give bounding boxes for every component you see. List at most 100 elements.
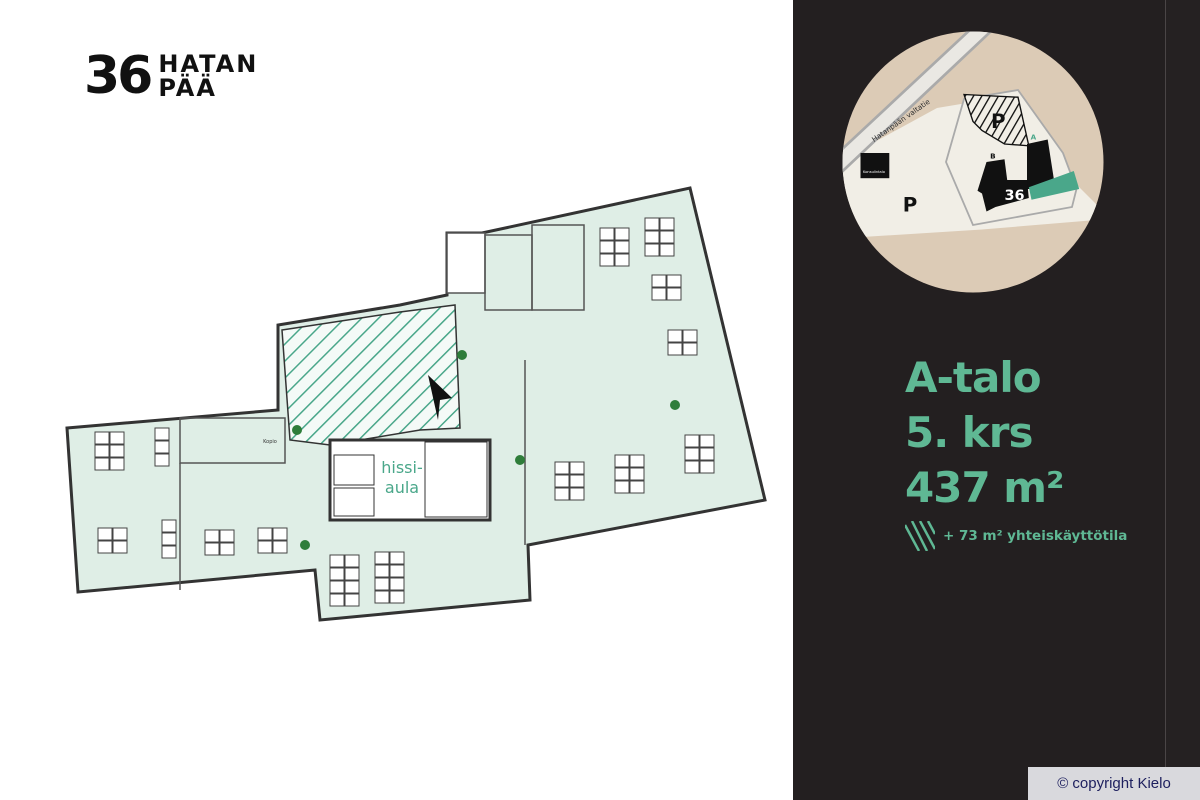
desk xyxy=(699,434,715,448)
desk xyxy=(219,542,235,556)
site-map: Konsulintalo Hatanpään valtatie P P A B … xyxy=(842,31,1104,293)
desk xyxy=(97,527,113,541)
elevator-shaft xyxy=(333,454,375,486)
side-strip xyxy=(1165,0,1200,800)
desk xyxy=(599,253,615,267)
desk xyxy=(161,532,177,546)
desk xyxy=(666,274,682,288)
building-name: A-talo xyxy=(905,353,1042,402)
desk xyxy=(629,480,645,494)
desk xyxy=(204,542,220,556)
desk xyxy=(682,329,698,343)
wc-room xyxy=(446,232,486,294)
building-b-label: B xyxy=(990,151,995,160)
desk xyxy=(389,577,405,591)
desk xyxy=(344,593,360,607)
desk xyxy=(644,217,660,231)
desk xyxy=(272,540,288,554)
highlight-area xyxy=(1028,171,1080,200)
desk xyxy=(344,580,360,594)
desk xyxy=(614,467,630,481)
desk xyxy=(614,454,630,468)
hatch-swatch-icon xyxy=(905,521,935,551)
desk xyxy=(109,431,125,445)
parking-label: P xyxy=(903,194,918,217)
desk xyxy=(666,287,682,301)
desk xyxy=(374,590,390,604)
logo-number: 36 xyxy=(84,46,153,106)
desk xyxy=(569,461,585,475)
desk xyxy=(659,243,675,257)
landmark-label: Konsulintalo xyxy=(863,170,885,174)
desk xyxy=(329,580,345,594)
desk xyxy=(667,342,683,356)
desk xyxy=(684,434,700,448)
desk xyxy=(109,444,125,458)
desk xyxy=(684,460,700,474)
plant-icon xyxy=(300,540,310,550)
desk xyxy=(614,227,630,241)
building-b xyxy=(977,159,1029,212)
desk xyxy=(344,567,360,581)
desk xyxy=(644,243,660,257)
desk xyxy=(554,474,570,488)
copyright-notice: © copyright Kielo xyxy=(1028,767,1200,800)
room-label: Kopio xyxy=(263,439,277,445)
desk xyxy=(257,527,273,541)
desk xyxy=(161,519,177,533)
desk xyxy=(599,240,615,254)
desk xyxy=(699,460,715,474)
desk xyxy=(257,540,273,554)
elevator-shaft xyxy=(333,487,375,517)
desk xyxy=(329,567,345,581)
desk xyxy=(154,440,170,454)
desk xyxy=(161,545,177,559)
desk xyxy=(554,487,570,501)
desk xyxy=(614,253,630,267)
desk xyxy=(684,447,700,461)
building-number: 36 xyxy=(1005,188,1025,204)
desk xyxy=(659,217,675,231)
plant-icon xyxy=(670,400,680,410)
plant-icon xyxy=(457,350,467,360)
desk xyxy=(94,457,110,471)
shared-space-hatched xyxy=(281,304,461,446)
desk xyxy=(629,467,645,481)
desk xyxy=(329,593,345,607)
desk xyxy=(374,551,390,565)
desk xyxy=(344,554,360,568)
plant-icon xyxy=(292,425,302,435)
plant-icon xyxy=(515,455,525,465)
elevator-lobby-label: hissi- xyxy=(381,458,422,477)
building-a-label: A xyxy=(1031,133,1037,142)
parking-hatched xyxy=(963,93,1030,147)
desk xyxy=(651,274,667,288)
entrance-arrow-icon xyxy=(428,375,452,420)
desk xyxy=(389,564,405,578)
floor-number: 5. krs xyxy=(905,408,1033,457)
desk xyxy=(614,240,630,254)
desk xyxy=(374,564,390,578)
desk xyxy=(272,527,288,541)
desk xyxy=(659,230,675,244)
desk xyxy=(644,230,660,244)
parking-label: P xyxy=(991,110,1006,133)
desk xyxy=(112,540,128,554)
desk xyxy=(629,454,645,468)
desk xyxy=(219,529,235,543)
floor-plan: hissi- aula Kopio xyxy=(65,186,767,622)
desk xyxy=(389,551,405,565)
desk xyxy=(109,457,125,471)
desk xyxy=(329,554,345,568)
desk xyxy=(599,227,615,241)
desk xyxy=(204,529,220,543)
building-a xyxy=(1027,139,1054,189)
desk xyxy=(651,287,667,301)
area: 437 m² xyxy=(905,463,1064,512)
desk xyxy=(112,527,128,541)
desk xyxy=(569,487,585,501)
desk xyxy=(154,427,170,441)
desk xyxy=(374,577,390,591)
desk xyxy=(554,461,570,475)
logo-line1: HATAN xyxy=(158,50,259,78)
